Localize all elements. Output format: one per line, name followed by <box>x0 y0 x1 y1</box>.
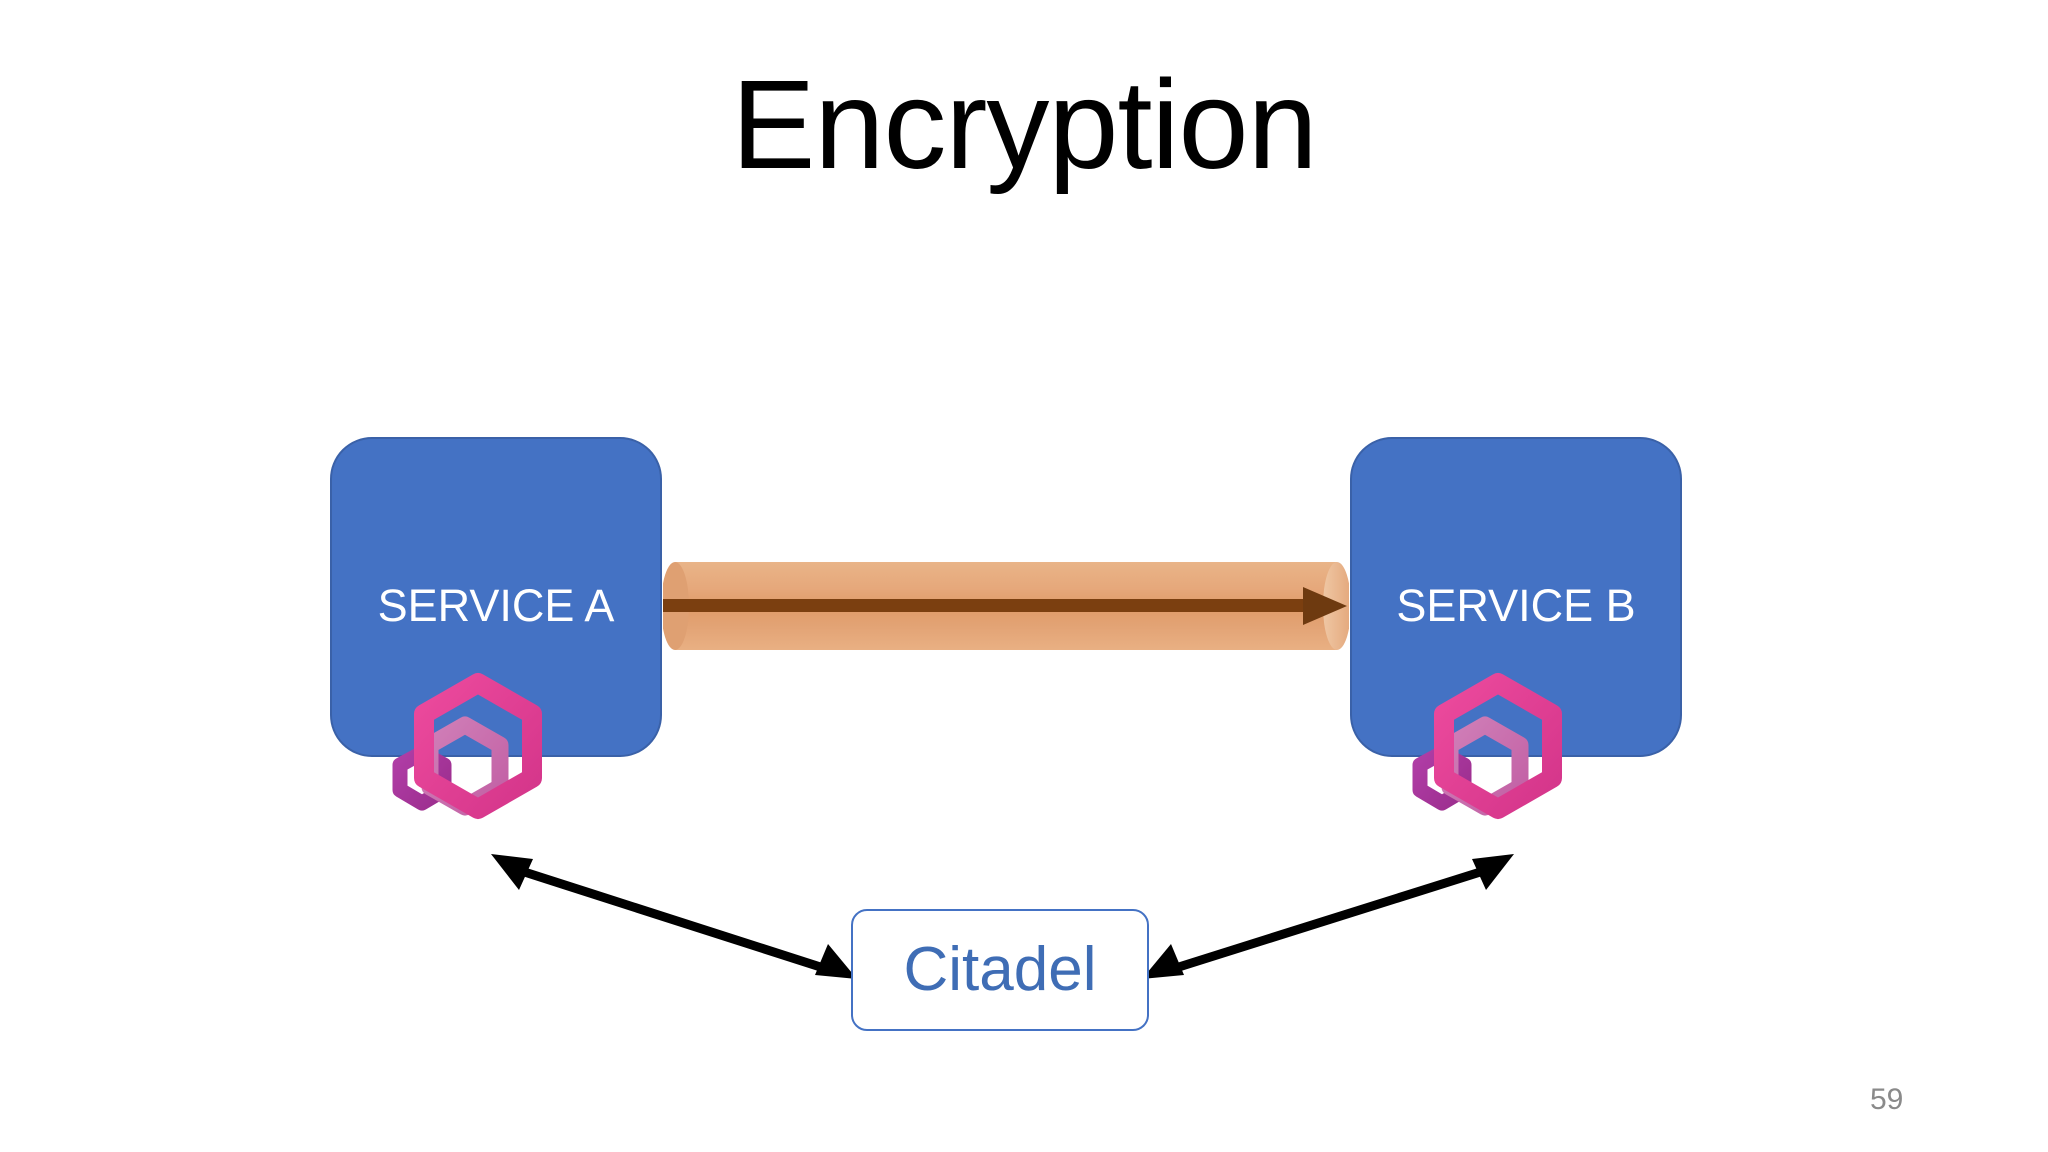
tunnel-flow-arrow <box>663 587 1347 625</box>
service-a-label: SERVICE A <box>377 580 615 631</box>
citadel-to-service-b-arrow <box>1142 854 1514 979</box>
istio-hexagon-logo-icon-a <box>368 672 608 862</box>
service-a-node[interactable]: SERVICE A <box>330 437 662 757</box>
citadel-to-service-a-arrow <box>491 854 857 979</box>
tube-svg <box>661 562 1351 650</box>
service-b-label: SERVICE B <box>1396 580 1636 631</box>
page-title: Encryption <box>731 54 1317 195</box>
istio-hexagon-logo-icon-b <box>1388 672 1628 862</box>
citadel-label: Citadel <box>903 935 1097 1004</box>
istio-logo-svg <box>392 673 542 819</box>
encrypted-tunnel-connector <box>661 560 1351 652</box>
istio-logo-svg <box>1412 673 1562 819</box>
page-number: 59 <box>1870 1083 1904 1116</box>
citadel-node[interactable]: Citadel <box>851 909 1149 1031</box>
